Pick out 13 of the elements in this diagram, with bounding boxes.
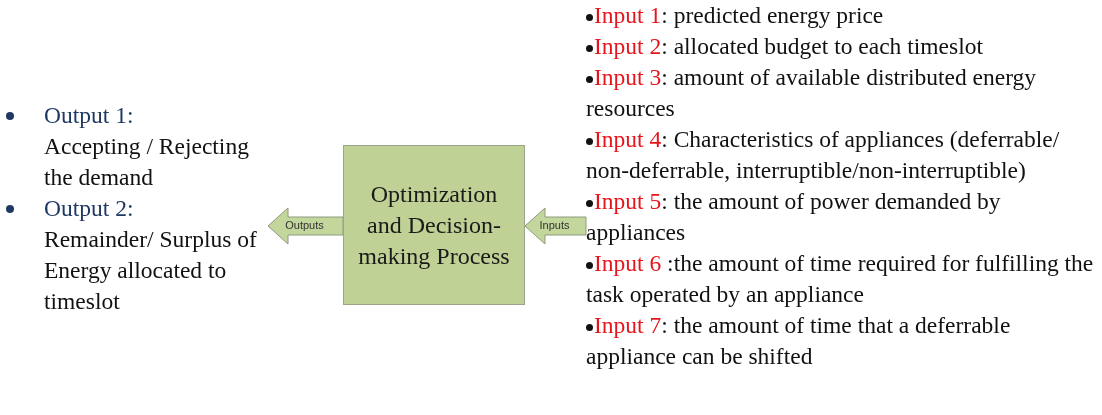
input-item: Input 3: amount of available distributed energy resources — [586, 63, 1038, 123]
edge-label: Inputs — [539, 219, 570, 232]
input-item: Input 6 :the amount of time required for fulfilling the task operated by an appliance — [586, 249, 1095, 309]
input-item: Input 2: allocated budget to each timeslot — [586, 31, 1098, 62]
input-item: Input 1: predicted energy price — [586, 0, 1098, 31]
edge-label: Outputs — [285, 219, 324, 232]
input-item: Input 5: the amount of power demanded by appliances — [586, 187, 1002, 247]
process-label: Optimization and Decision-making Process — [357, 179, 511, 271]
output-item: Output 2: Remainder/ Surplus of Energy allocated to timeslot — [36, 193, 268, 317]
process-box — [343, 145, 525, 305]
output-item: Output 1: Accepting / Rejecting the demand — [36, 100, 268, 193]
input-item: Input 4: Characteristics of appliances (deferrable/ non-deferrable, interruptible/non-interruptible) — [586, 125, 1061, 185]
input-item: Input 7: the amount of time that a deferrable appliance can be shifted — [586, 311, 1012, 371]
